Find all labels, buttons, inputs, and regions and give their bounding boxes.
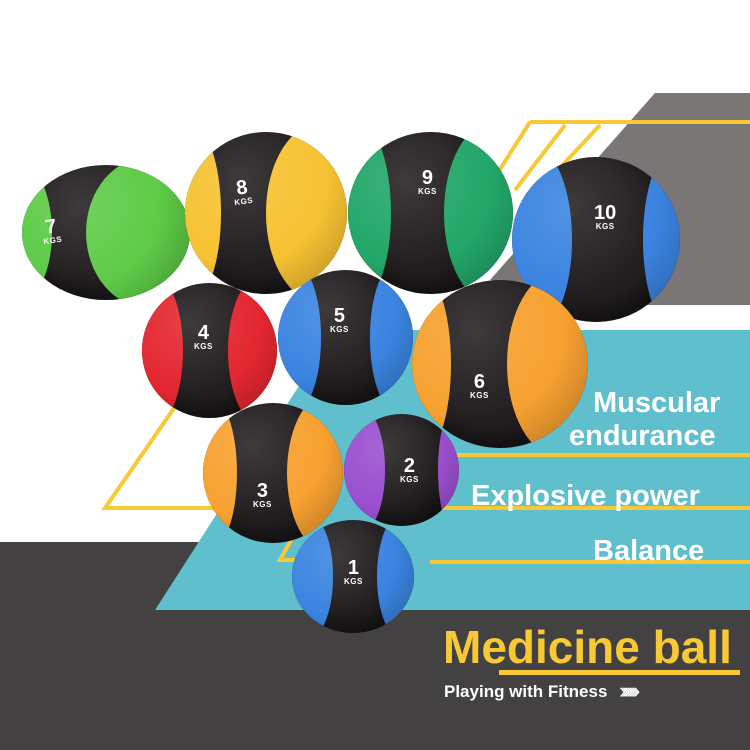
title-underline xyxy=(499,670,740,675)
ball-weight: 2 xyxy=(403,455,415,477)
ball-unit: KGS xyxy=(400,475,419,484)
ball-weight: 9 xyxy=(421,167,433,189)
medicine-ball-4kg: 4 KGS xyxy=(142,283,277,418)
ball-unit: KGS xyxy=(470,391,489,400)
ball-weight: 10 xyxy=(594,202,617,224)
medicine-ball-9kg: 9 KGS xyxy=(348,132,513,294)
ball-weight: 4 xyxy=(197,322,209,344)
benefit-balance: Balance xyxy=(593,535,705,567)
benefit-explosive-power: Explosive power xyxy=(471,480,700,512)
ball-weight: 1 xyxy=(347,557,359,579)
product-title: Medicine ball xyxy=(443,621,732,673)
ball-unit: KGS xyxy=(330,325,349,334)
ball-unit: KGS xyxy=(253,500,272,509)
medicine-ball-3kg: 3 KGS xyxy=(203,403,343,543)
benefit-muscular: Muscular xyxy=(593,387,721,419)
ball-weight: 5 xyxy=(333,305,345,327)
ball-unit: KGS xyxy=(595,222,615,231)
medicine-ball-2kg: 2 KGS xyxy=(344,414,459,526)
ball-unit: KGS xyxy=(418,187,437,196)
medicine-ball-8kg: 8 KGS xyxy=(185,132,347,294)
ball-weight: 3 xyxy=(256,480,268,502)
medicine-ball-5kg: 5 KGS xyxy=(278,270,413,405)
tagline: Playing with Fitness xyxy=(444,682,608,701)
ball-unit: KGS xyxy=(344,577,363,586)
chevron-right-icon: ››››››› xyxy=(619,678,640,703)
benefit-endurance: endurance xyxy=(569,420,716,452)
ball-unit: KGS xyxy=(233,195,254,208)
medicine-ball-6kg: 6 KGS xyxy=(412,280,588,448)
ball-unit: KGS xyxy=(42,234,63,247)
ball-weight: 6 xyxy=(473,371,485,393)
ball-unit: KGS xyxy=(194,342,213,351)
medicine-ball-7kg: 7 KGS xyxy=(22,165,190,300)
medicine-ball-1kg: 1 KGS xyxy=(292,520,414,633)
